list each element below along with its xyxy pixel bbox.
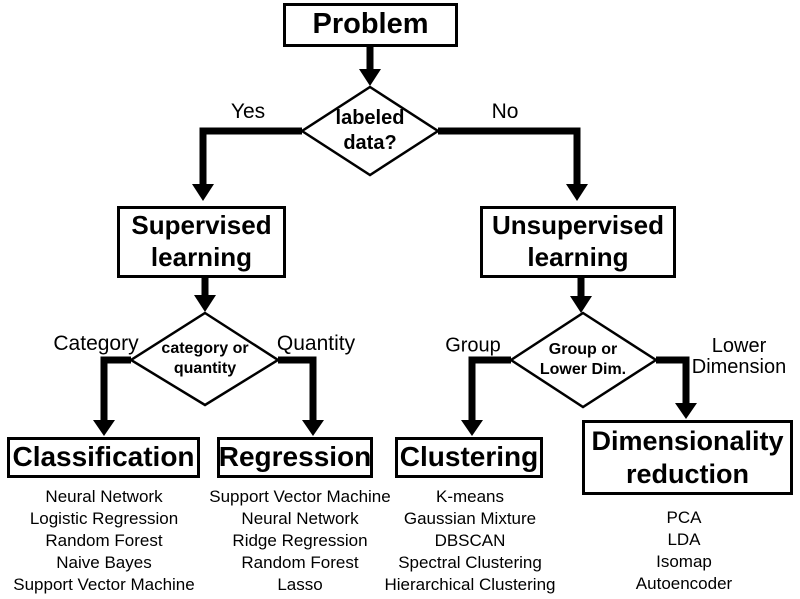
arrowhead-into-unsupervised xyxy=(566,184,588,201)
unsupervised-learning-box: Unsupervised learning xyxy=(480,206,676,278)
classification-box: Classification xyxy=(7,437,200,478)
edge-label-yes: Yes xyxy=(230,99,266,123)
category-quantity-decision-label: category or quantity xyxy=(161,340,249,377)
arrowhead-into-dimred xyxy=(675,403,697,419)
arrowhead-into-classification xyxy=(93,420,115,436)
arrow-lowerdim-elbow xyxy=(656,356,690,404)
edge-label-quantity: Quantity xyxy=(276,331,356,355)
arrow-quantity-elbow xyxy=(278,356,317,421)
edge-label-lower-dimension: Lower Dimension xyxy=(691,335,787,378)
arrowhead-into-category-decision xyxy=(194,295,216,312)
arrowhead-into-clustering xyxy=(461,420,483,436)
supervised-learning-box: Supervised learning xyxy=(117,206,286,278)
arrowhead-into-labeled-decision xyxy=(359,69,381,86)
group-lowerdim-diamond xyxy=(508,311,659,409)
edge-label-no: No xyxy=(491,99,519,123)
dimensionality-reduction-box: Dimensionality reduction xyxy=(582,420,793,495)
regression-box: Regression xyxy=(217,437,373,478)
labeled-data-decision-label: labeled data? xyxy=(335,107,405,154)
clustering-algorithms-list: K-means Gaussian Mixture DBSCAN Spectral… xyxy=(384,487,556,594)
arrow-category-elbow xyxy=(100,356,131,421)
arrowhead-into-supervised xyxy=(192,184,214,201)
labeled-data-diamond xyxy=(299,85,441,177)
arrow-no-elbow xyxy=(438,127,581,185)
arrowhead-into-regression xyxy=(302,420,324,436)
category-quantity-diamond xyxy=(128,311,281,407)
edge-label-category: Category xyxy=(53,331,139,355)
arrow-yes-elbow xyxy=(199,127,302,185)
group-lowerdim-decision-label: Group or Lower Dim. xyxy=(539,341,627,378)
dimensionality-reduction-algorithms-list: PCA LDA Isomap Autoencoder xyxy=(635,508,733,593)
arrow-group-elbow xyxy=(468,356,511,421)
clustering-box: Clustering xyxy=(395,437,543,478)
regression-algorithms-list: Support Vector Machine Neural Network Ri… xyxy=(209,487,391,594)
arrowhead-into-group-decision xyxy=(570,296,592,313)
classification-algorithms-list: Neural Network Logistic Regression Rando… xyxy=(13,487,195,594)
edge-label-group: Group xyxy=(445,334,501,357)
problem-box: Problem xyxy=(283,3,458,47)
